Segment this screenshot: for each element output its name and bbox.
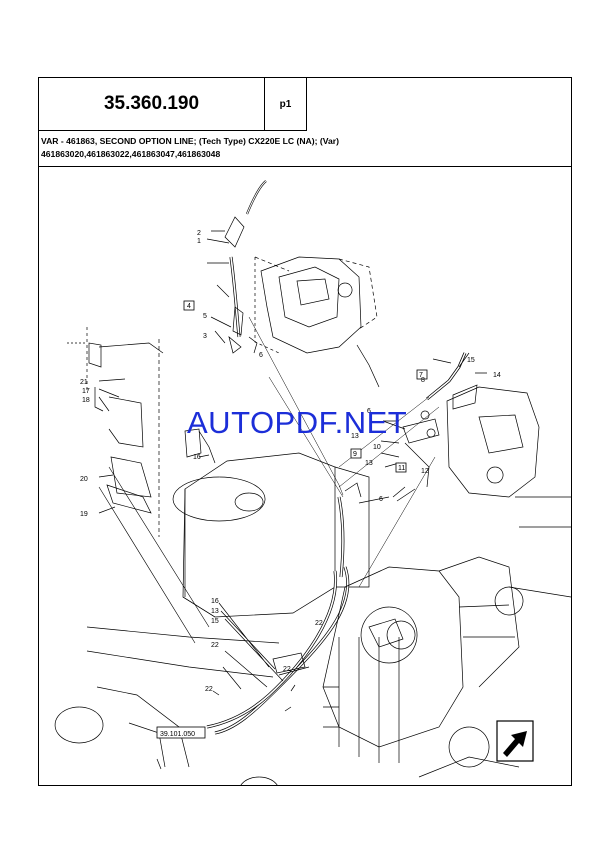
callout-13-bottom: 13 [211,608,219,615]
callout-21: 21 [80,379,88,386]
callout-20: 20 [80,476,88,483]
callout-4: 4 [187,303,191,310]
callout-6: 6 [259,352,263,359]
callout-10: 10 [373,444,381,451]
next-page-arrow-icon[interactable] [496,720,534,762]
callout-1: 1 [197,238,201,245]
page-frame: 35.360.190 p1 VAR - 461863, SECOND OPTIO… [38,77,572,786]
callout-11: 11 [398,465,405,472]
callout-3: 3 [203,333,207,340]
callout-22-a: 22 [315,620,323,627]
callout-9: 9 [353,451,357,458]
callout-13: 13 [351,433,359,440]
callout-22-c: 22 [283,666,291,673]
callout-14: 14 [493,372,501,379]
callout-16: 16 [193,454,201,461]
page-number: p1 [265,78,307,131]
reference-code: 39.101.050 [160,731,195,738]
callout-13-lower: 13 [365,460,373,467]
callout-7: 7 [419,372,423,379]
description-line-2: 461863020,461863022,461863047,461863048 [41,149,221,159]
callout-6-upper-right: 6 [367,408,371,415]
watermark-text: AUTOPDF.NET [187,405,408,440]
description-block: VAR - 461863, SECOND OPTION LINE; (Tech … [39,131,571,167]
callout-18: 18 [82,397,90,404]
callout-boxes [156,300,428,739]
callout-19: 19 [80,511,88,518]
callout-17: 17 [82,388,90,395]
description-line-1: VAR - 461863, SECOND OPTION LINE; (Tech … [41,136,339,146]
callout-6-center: 6 [379,496,383,503]
callout-22-b: 22 [211,642,219,649]
header-blank [307,78,571,131]
callout-8: 8 [421,377,425,384]
callout-2: 2 [197,230,201,237]
callout-5: 5 [203,313,207,320]
exploded-parts-drawing: 2 1 4 5 3 6 21 17 18 20 19 16 8 7 15 14 … [54,180,571,785]
callout-15-lower: 15 [211,618,219,625]
callout-15: 15 [467,357,475,364]
callout-22-d: 22 [205,686,213,693]
callout-16-lower: 16 [211,598,219,605]
section-code: 35.360.190 [39,78,265,131]
callout-12: 12 [421,468,429,475]
